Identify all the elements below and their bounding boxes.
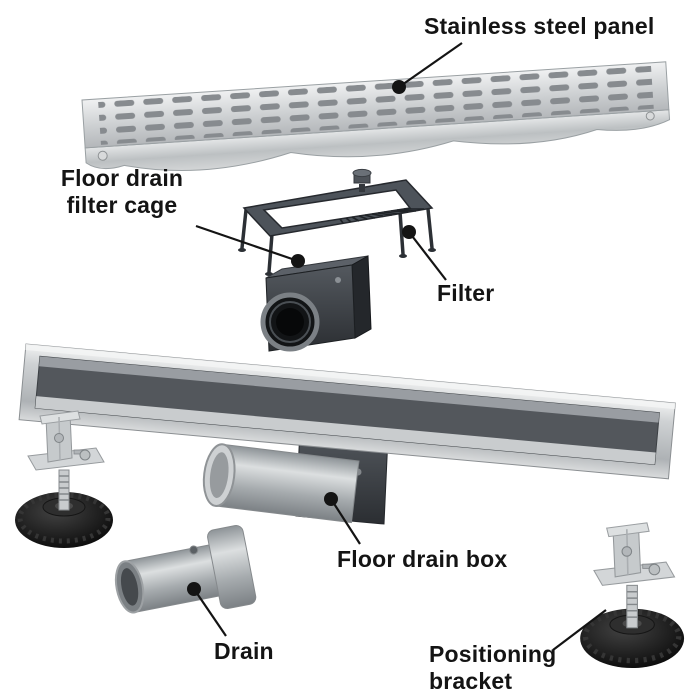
panel-skirt bbox=[84, 109, 671, 172]
drain-box-leader-line bbox=[330, 498, 361, 545]
label-floor-drain-filter-cage-line1: Floor drain bbox=[60, 165, 184, 191]
drain-collar bbox=[207, 525, 257, 610]
drain-box-leader-dot bbox=[324, 492, 338, 506]
filter-leg-foot bbox=[238, 248, 246, 252]
cage-port-ring bbox=[269, 301, 311, 343]
cage-bolt-icon bbox=[335, 277, 341, 283]
stainless-steel-panel bbox=[81, 61, 671, 172]
drain-outlet-spout bbox=[202, 443, 360, 524]
label-floor-drain-filter-cage: Floor drain filter cage bbox=[40, 165, 204, 218]
drain bbox=[114, 525, 257, 614]
filter-comb bbox=[339, 208, 424, 224]
spout-end-inner bbox=[209, 452, 229, 498]
label-floor-drain-box: Floor drain box bbox=[337, 546, 508, 572]
panel-leader-line bbox=[398, 42, 463, 88]
panel-screw-left-icon bbox=[97, 150, 108, 161]
panel-slot-grid bbox=[98, 65, 654, 145]
panel-screw-right-icon bbox=[645, 111, 655, 121]
drain-open-end-hole bbox=[120, 568, 139, 606]
positioning-bracket-right bbox=[580, 523, 684, 668]
cage-port-hole bbox=[276, 308, 304, 336]
label-positioning-bracket: Positioning bracket bbox=[429, 641, 556, 694]
filter-leg-foot bbox=[399, 254, 407, 258]
channel-near-wall bbox=[35, 396, 656, 465]
leader-lines bbox=[193, 42, 607, 651]
floor-drain-filter-cage bbox=[260, 255, 372, 352]
panel-leader-dot bbox=[392, 80, 406, 94]
label-positioning-bracket-line1: Positioning bbox=[429, 641, 557, 667]
filter-frame bbox=[242, 179, 434, 237]
positioning-bracket-left bbox=[15, 411, 113, 548]
drain-channel bbox=[18, 343, 676, 480]
bracket-leader-line bbox=[552, 609, 607, 651]
filter-leader-line bbox=[408, 231, 447, 281]
drain-leader-line bbox=[193, 588, 227, 637]
label-filter: Filter bbox=[437, 280, 495, 306]
label-drain: Drain bbox=[214, 638, 274, 664]
filter bbox=[238, 168, 436, 276]
filter-leg-foot bbox=[428, 248, 436, 252]
filter-cage-leader-dot bbox=[291, 254, 305, 268]
filter-cage-leader-line bbox=[195, 224, 299, 263]
leader-dots bbox=[187, 80, 416, 596]
filter-leader-dot bbox=[402, 225, 416, 239]
label-stainless-steel-panel: Stainless steel panel bbox=[424, 13, 655, 39]
label-positioning-bracket-line2: bracket bbox=[429, 667, 513, 694]
floor-drain-box bbox=[18, 343, 676, 525]
channel-back-rim bbox=[25, 344, 676, 410]
filter-knob bbox=[352, 168, 372, 192]
drain-screw-icon bbox=[189, 545, 199, 555]
channel-far-wall bbox=[39, 356, 660, 423]
label-floor-drain-filter-cage-line2: filter cage bbox=[66, 191, 178, 218]
drain-leader-dot bbox=[187, 582, 201, 596]
